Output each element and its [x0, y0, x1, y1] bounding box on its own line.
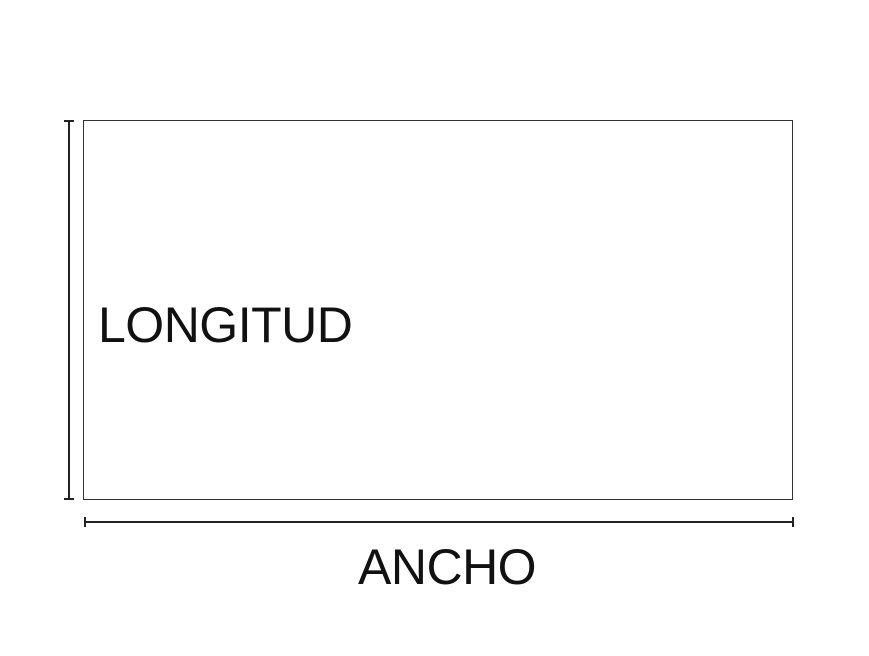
width-dimension-line: [84, 517, 794, 527]
length-label: LONGITUD: [98, 297, 353, 353]
width-label: ANCHO: [358, 539, 537, 595]
length-dimension-line: [64, 120, 74, 500]
rectangle-shape: [83, 120, 793, 500]
